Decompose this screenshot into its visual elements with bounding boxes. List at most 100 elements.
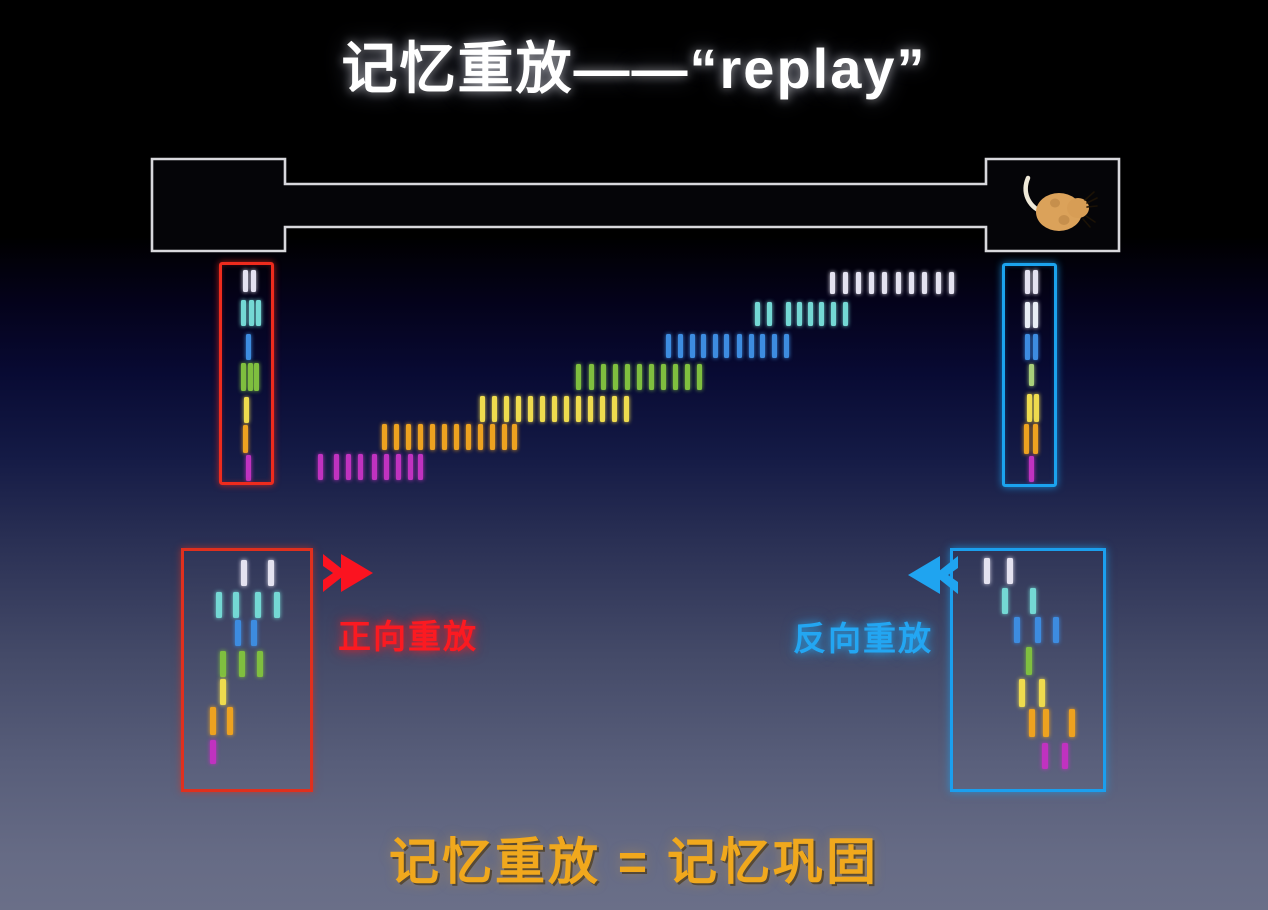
spike-tick bbox=[613, 364, 618, 390]
forward-replay-spike bbox=[274, 592, 280, 618]
spike-tick bbox=[909, 272, 914, 294]
forward-replay-spike bbox=[251, 620, 257, 646]
spike-tick bbox=[334, 454, 339, 480]
spike-tick bbox=[480, 396, 485, 422]
spike-tick bbox=[949, 272, 954, 294]
spike-tick bbox=[649, 364, 654, 390]
reverse-replay-spike bbox=[1039, 679, 1045, 707]
spike-tick bbox=[576, 364, 581, 390]
spike-tick bbox=[406, 424, 411, 450]
spike-tick bbox=[516, 396, 521, 422]
spike-tick bbox=[512, 424, 517, 450]
spike-tick bbox=[830, 272, 835, 294]
spike-tick bbox=[589, 364, 594, 390]
spike-tick bbox=[358, 454, 363, 480]
spike-tick bbox=[528, 396, 533, 422]
spike-tick bbox=[540, 396, 545, 422]
spike-tick bbox=[504, 396, 509, 422]
spike-tick bbox=[819, 302, 824, 326]
end-spike-tick bbox=[1033, 334, 1038, 360]
spike-tick bbox=[318, 454, 323, 480]
spike-tick bbox=[564, 396, 569, 422]
double-chevron-left-icon bbox=[900, 552, 960, 605]
end-spike-tick bbox=[1034, 394, 1039, 422]
spike-tick bbox=[922, 272, 927, 294]
end-spike-tick bbox=[1033, 302, 1038, 328]
spike-tick bbox=[394, 424, 399, 450]
forward-replay-spike bbox=[210, 707, 216, 735]
mouse-ear-left bbox=[1050, 198, 1060, 208]
maze-outline-svg bbox=[150, 157, 1121, 253]
start-spike-tick bbox=[243, 270, 248, 292]
spike-tick bbox=[697, 364, 702, 390]
start-spike-tick bbox=[249, 300, 254, 326]
forward-replay-spike bbox=[239, 651, 245, 677]
spike-tick bbox=[737, 334, 742, 358]
forward-replay-spike bbox=[241, 560, 247, 586]
reverse-replay-spike bbox=[1042, 743, 1048, 769]
reverse-replay-spike bbox=[984, 558, 990, 584]
spike-tick bbox=[625, 364, 630, 390]
spike-tick bbox=[856, 272, 861, 294]
end-spike-tick bbox=[1029, 456, 1034, 482]
spike-tick bbox=[808, 302, 813, 326]
maze-track-path bbox=[150, 157, 1121, 253]
spike-tick bbox=[661, 364, 666, 390]
start-spike-tick bbox=[248, 363, 253, 391]
end-spike-tick bbox=[1025, 334, 1030, 360]
spike-tick bbox=[576, 396, 581, 422]
end-spike-tick bbox=[1024, 424, 1029, 454]
spike-tick bbox=[936, 272, 941, 294]
forward-replay-spike bbox=[268, 560, 274, 586]
spike-tick bbox=[442, 424, 447, 450]
start-spike-tick bbox=[241, 363, 246, 391]
spike-tick bbox=[797, 302, 802, 326]
forward-replay-spike bbox=[235, 620, 241, 646]
spike-tick bbox=[786, 302, 791, 326]
reverse-replay-spike bbox=[1026, 647, 1032, 675]
end-spike-tick bbox=[1027, 394, 1032, 422]
spike-tick bbox=[454, 424, 459, 450]
spike-tick bbox=[882, 272, 887, 294]
spike-tick bbox=[418, 424, 423, 450]
spike-tick bbox=[384, 454, 389, 480]
forward-replay-panel bbox=[181, 548, 313, 792]
spike-tick bbox=[408, 454, 413, 480]
start-spike-tick bbox=[241, 300, 246, 326]
start-spike-tick bbox=[244, 397, 249, 423]
reverse-replay-spike bbox=[1019, 679, 1025, 707]
start-spike-tick bbox=[254, 363, 259, 391]
spike-tick bbox=[767, 302, 772, 326]
forward-replay-label: 正向重放 bbox=[338, 618, 478, 655]
spike-tick bbox=[382, 424, 387, 450]
reverse-replay-spike bbox=[1053, 617, 1059, 643]
spike-tick bbox=[612, 396, 617, 422]
start-zone-highlight-box bbox=[219, 262, 274, 485]
reverse-replay-spike bbox=[1043, 709, 1049, 737]
mouse-whiskers bbox=[1082, 191, 1098, 228]
spike-tick bbox=[896, 272, 901, 294]
spike-tick bbox=[418, 454, 423, 480]
spike-tick bbox=[869, 272, 874, 294]
end-spike-tick bbox=[1033, 270, 1038, 294]
spike-tick bbox=[490, 424, 495, 450]
spike-tick bbox=[690, 334, 695, 358]
spike-tick bbox=[760, 334, 765, 358]
reverse-replay-spike bbox=[1029, 709, 1035, 737]
end-spike-tick bbox=[1033, 424, 1038, 454]
end-spike-tick bbox=[1025, 270, 1030, 294]
start-spike-tick bbox=[246, 455, 251, 481]
end-spike-tick bbox=[1025, 302, 1030, 328]
spike-tick bbox=[673, 364, 678, 390]
spike-tick bbox=[601, 364, 606, 390]
end-zone-highlight-box bbox=[1002, 263, 1057, 487]
spike-tick bbox=[772, 334, 777, 358]
spike-tick bbox=[637, 364, 642, 390]
spike-tick bbox=[749, 334, 754, 358]
double-chevron-right-icon bbox=[321, 550, 381, 603]
forward-replay-spike bbox=[220, 651, 226, 677]
spike-tick bbox=[784, 334, 789, 358]
spike-tick bbox=[666, 334, 671, 358]
spike-tick bbox=[600, 396, 605, 422]
